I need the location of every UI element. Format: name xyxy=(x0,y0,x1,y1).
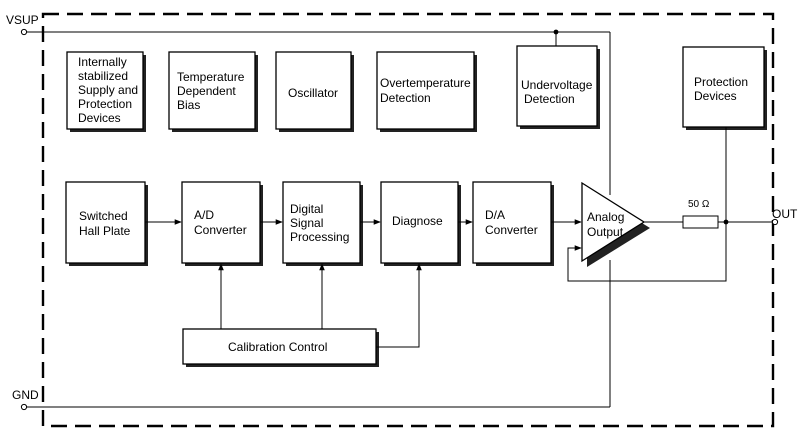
block-bias: Temperature Dependent Bias xyxy=(168,51,258,132)
block-calibration-control: Calibration Control xyxy=(182,328,379,367)
svg-text:Analog Output: Analog Output xyxy=(587,210,628,239)
pin-vsup-label: VSUP xyxy=(6,13,39,27)
pin-out-label: OUT xyxy=(772,207,798,221)
svg-text:Protection Devices: Protection Devices xyxy=(694,75,751,103)
block-diagnose: Diagnose xyxy=(380,181,461,266)
resistor-50-ohm xyxy=(682,215,719,229)
block-da-converter: D/A Converter xyxy=(472,181,554,266)
resistor-label: 50 Ω xyxy=(688,199,710,210)
svg-text:Internally stabilized: Internally stabilized Supply and Protect… xyxy=(78,55,141,125)
block-undervoltage: Undervoltage Detection xyxy=(516,45,600,129)
block-hall-plate: Switched Hall Plate xyxy=(65,181,148,266)
out-pin-node xyxy=(771,218,779,226)
block-analog-output-amplifier: Analog Output xyxy=(581,181,650,267)
svg-text:A/D Converter: A/D Converter xyxy=(194,208,247,237)
arrow-cal-to-diagnose xyxy=(376,263,422,348)
vsup-rail xyxy=(20,28,611,195)
svg-text:Diagnose: Diagnose xyxy=(392,214,443,228)
feedback-loop xyxy=(567,222,727,282)
svg-text:Temperature Dependent: Temperature Dependent Bias xyxy=(177,70,248,112)
svg-text:Oscillator: Oscillator xyxy=(288,86,338,100)
block-supply: Internally stabilized Supply and Protect… xyxy=(66,51,146,132)
svg-text:D/A Converter: D/A Converter xyxy=(485,208,538,237)
svg-text:Overtemperature Detectio: Overtemperature Detection xyxy=(380,76,474,105)
block-oscillator: Oscillator xyxy=(275,51,354,132)
block-protection-devices: Protection Devices xyxy=(682,46,767,130)
pin-gnd-label: GND xyxy=(12,388,39,402)
gnd-rail xyxy=(20,260,611,411)
svg-text:Calibration Control: Calibration Control xyxy=(228,340,327,354)
block-overtemperature: Overtemperature Detection xyxy=(376,51,477,132)
block-dsp: Digital Signal Processing xyxy=(282,181,363,266)
svg-text:Switched Hall Plate: Switched Hall Plate xyxy=(79,209,131,238)
svg-text:Undervoltage Detection: Undervoltage Detection xyxy=(521,78,596,106)
block-ad-converter: A/D Converter xyxy=(181,181,263,266)
svg-text:Digital Signal Pro: Digital Signal Processing xyxy=(290,202,349,244)
